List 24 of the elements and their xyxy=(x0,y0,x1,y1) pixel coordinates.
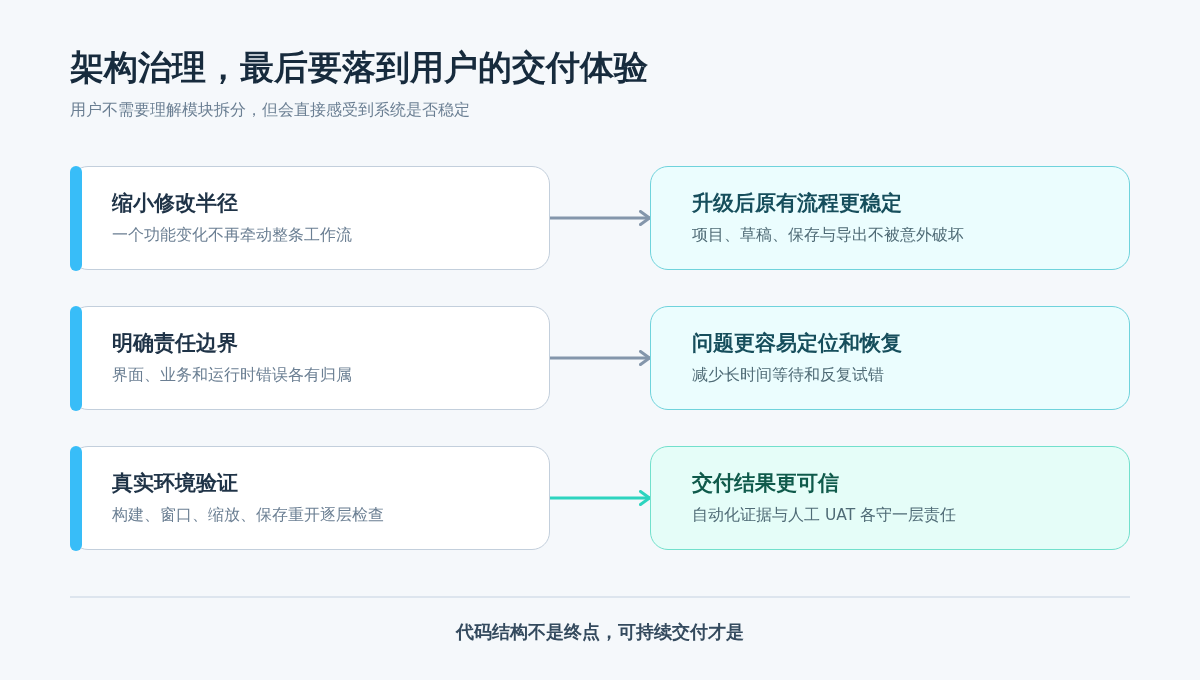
cause-card xyxy=(70,446,550,550)
outcome-card xyxy=(650,306,1130,410)
card-title: 明确责任边界 xyxy=(112,330,238,357)
card-description: 减少长时间等待和反复试错 xyxy=(692,365,884,386)
outcome-card xyxy=(650,166,1130,270)
subtitle: 用户不需要理解模块拆分，但会直接感受到系统是否稳定 xyxy=(70,99,470,121)
cause-card xyxy=(70,306,550,410)
page-title: 架构治理，最后要落到用户的交付体验 xyxy=(70,46,648,89)
arrow xyxy=(550,350,651,366)
footer-caption: 代码结构不是终点，可持续交付才是 xyxy=(454,621,745,644)
arrow xyxy=(550,210,651,226)
cause-card xyxy=(70,166,550,270)
card-title: 问题更容易定位和恢复 xyxy=(692,330,902,357)
card-description: 自动化证据与人工 UAT 各守一层责任 xyxy=(692,505,957,526)
card-description: 项目、草稿、保存与导出不被意外破坏 xyxy=(692,225,964,246)
card-title: 升级后原有流程更稳定 xyxy=(692,190,902,217)
card-description: 一个功能变化不再牵动整条工作流 xyxy=(112,225,352,246)
card-description: 构建、窗口、缩放、保存重开逐层检查 xyxy=(112,505,384,526)
card-title: 真实环境验证 xyxy=(112,470,238,497)
card-title: 缩小修改半径 xyxy=(112,190,238,217)
arrow xyxy=(550,490,651,506)
outcome-card xyxy=(650,446,1130,550)
card-title: 交付结果更可信 xyxy=(692,470,839,497)
card-description: 界面、业务和运行时错误各有归属 xyxy=(112,365,352,386)
